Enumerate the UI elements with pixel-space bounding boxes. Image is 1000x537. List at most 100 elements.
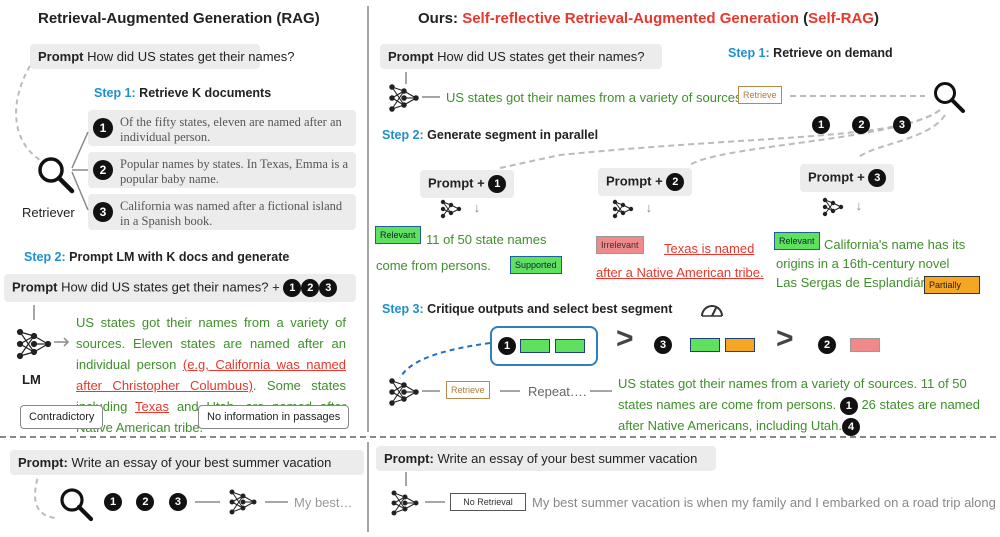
network-icon [822, 197, 844, 217]
num-1-icon: 1 [283, 279, 302, 297]
retrieve-tag-2: Retrieve [446, 381, 490, 399]
final-text-c: 26 states are named [861, 397, 980, 412]
num-1-icon: 1 [839, 396, 858, 415]
num-3-icon: 3 [168, 493, 187, 511]
doc-text: California was named after a fictional i… [120, 199, 343, 228]
num-3-icon: 3 [892, 116, 911, 134]
bottom-right-prompt: Prompt: Write an essay of your best summ… [376, 446, 716, 471]
magnifier-icon [60, 488, 94, 522]
gauge-icon [701, 305, 723, 317]
prompt-plus: Prompt + [606, 173, 663, 189]
num-2-icon: 2 [852, 116, 871, 134]
final-line-2: states names are come from persons. 1 26… [618, 394, 990, 415]
supported-chip [554, 339, 585, 353]
step2-text: Prompt LM with K docs and generate [69, 250, 290, 264]
seg1-text-b: come from persons. [376, 258, 491, 273]
gt-symbol-2: > [776, 322, 794, 355]
network-icon [389, 378, 419, 406]
step2-text: Generate segment in parallel [427, 128, 599, 142]
irrelevant-chip [850, 338, 881, 352]
network-icon [229, 489, 257, 515]
seg1-supported-tag: Supported [510, 256, 562, 274]
best-segment-box: 1 [490, 326, 598, 366]
retriever-label: Retriever [22, 205, 75, 220]
selfrag-prompt-box: Prompt How did US states get their names… [380, 44, 662, 69]
relevant-chip [520, 339, 551, 353]
gen-text: US states got their names from a variety… [446, 90, 746, 105]
network-icon [389, 84, 419, 112]
selfrag-step3: Step 3: Critique outputs and select best… [382, 302, 672, 316]
bottom-right-output: My best summer vacation is when my famil… [532, 495, 1000, 510]
num-1-icon: 1 [498, 337, 516, 355]
relevant-chip [690, 338, 721, 352]
seg3-relevant-tag: Relevant [774, 232, 820, 250]
network-icon [440, 199, 462, 219]
bottom-left-nums: 1 2 3 [104, 493, 187, 511]
num-2-icon: 2 [666, 173, 685, 191]
third-segment: 2 [818, 336, 881, 354]
prompt-plus: Prompt + [808, 169, 865, 185]
num-2-icon: 2 [818, 336, 836, 354]
num-1-icon: 1 [812, 116, 830, 134]
num-2-icon: 2 [301, 279, 320, 297]
final-output: US states got their names from a variety… [618, 373, 990, 436]
selfrag-step2: Step 2: Generate segment in parallel [382, 128, 598, 142]
prompt-text: Write an essay of your best summer vacat… [71, 455, 332, 470]
seg2-net: ↓ [612, 198, 652, 220]
rag-step2: Step 2: Prompt LM with K docs and genera… [24, 250, 289, 264]
rag-title: Retrieval-Augmented Generation (RAG) [38, 10, 320, 27]
final-line-3: after Native Americans, including Utah.4 [618, 415, 990, 436]
repeat-text: Repeat…. [528, 384, 587, 399]
output-red2: Texas [135, 399, 169, 414]
prompt-label: Prompt: [384, 451, 434, 466]
seg3-text-a: California's name has its [824, 237, 966, 252]
num-2-icon: 2 [136, 493, 155, 511]
retriever-arrows [71, 131, 89, 211]
prompt-label: Prompt [12, 279, 58, 295]
final-text-d: after Native Americans, including Utah. [618, 418, 842, 433]
step2-label: Step 2: [24, 250, 66, 264]
title-paren-close: ) [873, 10, 879, 27]
doc-2: 2 Popular names by states. In Texas, Emm… [88, 152, 356, 188]
step3-label: Step 3: [382, 302, 424, 316]
selfrag-title: Ours: Self-reflective Retrieval-Augmente… [418, 10, 879, 27]
seg2-prompt: Prompt + 2 [598, 168, 693, 196]
step1-text: Retrieve K documents [139, 86, 272, 100]
doc-text: Popular names by states. In Texas, Emma … [120, 157, 349, 186]
final-text-b: states names are come from persons. [618, 397, 837, 412]
output-red1: (e.g, California was named after Christo… [76, 357, 346, 393]
no-retrieval-tag: No Retrieval [450, 493, 526, 511]
doc-3: 3 California was named after a fictional… [88, 194, 356, 230]
rag-prompt2-box: Prompt How did US states get their names… [4, 274, 356, 302]
step2-label: Step 2: [382, 128, 424, 142]
title-prefix: Ours: [418, 10, 459, 27]
num-4-icon: 4 [842, 417, 860, 436]
seg1-net: ↓ [440, 198, 480, 220]
prompt-label: Prompt [388, 49, 434, 64]
gt-symbol-1: > [616, 322, 634, 355]
seg1-relevant-tag: Relevant [375, 226, 421, 244]
prompt-label: Prompt [38, 49, 84, 64]
title-main: Self-reflective Retrieval-Augmented Gene… [462, 10, 799, 27]
num-3-icon: 3 [319, 279, 338, 297]
seg1-text-a: 11 of 50 state names [426, 232, 547, 247]
network-icon [612, 199, 634, 219]
step1-text: Retrieve on demand [773, 46, 893, 60]
rag-prompt-box: Prompt How did US states get their names… [30, 44, 295, 69]
seg3-partially-tag: Partially [924, 276, 980, 294]
contradictory-callout: Contradictory [20, 405, 104, 429]
seg1-prompt: Prompt + 1 [420, 170, 515, 198]
prompt-label: Prompt: [18, 455, 68, 470]
magnifier-icon [38, 157, 75, 194]
prompt-text: How did US states get their names? [437, 49, 645, 64]
num-1-icon: 1 [93, 118, 113, 138]
seg2-irrelevant-tag: Irrelevant [596, 236, 644, 254]
title-paren-open: ( [803, 10, 809, 27]
rag-output: US states got their names from a variety… [76, 312, 346, 438]
output-part1: US states got their names from a variety… [76, 315, 346, 372]
doc-1: 1 Of the fifty states, eleven are named … [88, 110, 356, 146]
rag-step1: Step 1: Retrieve K documents [94, 86, 271, 100]
seg3-text-c: Las Sergas de Esplandián. [776, 275, 932, 290]
prompt2-text: How did US states get their names? + [61, 279, 280, 295]
